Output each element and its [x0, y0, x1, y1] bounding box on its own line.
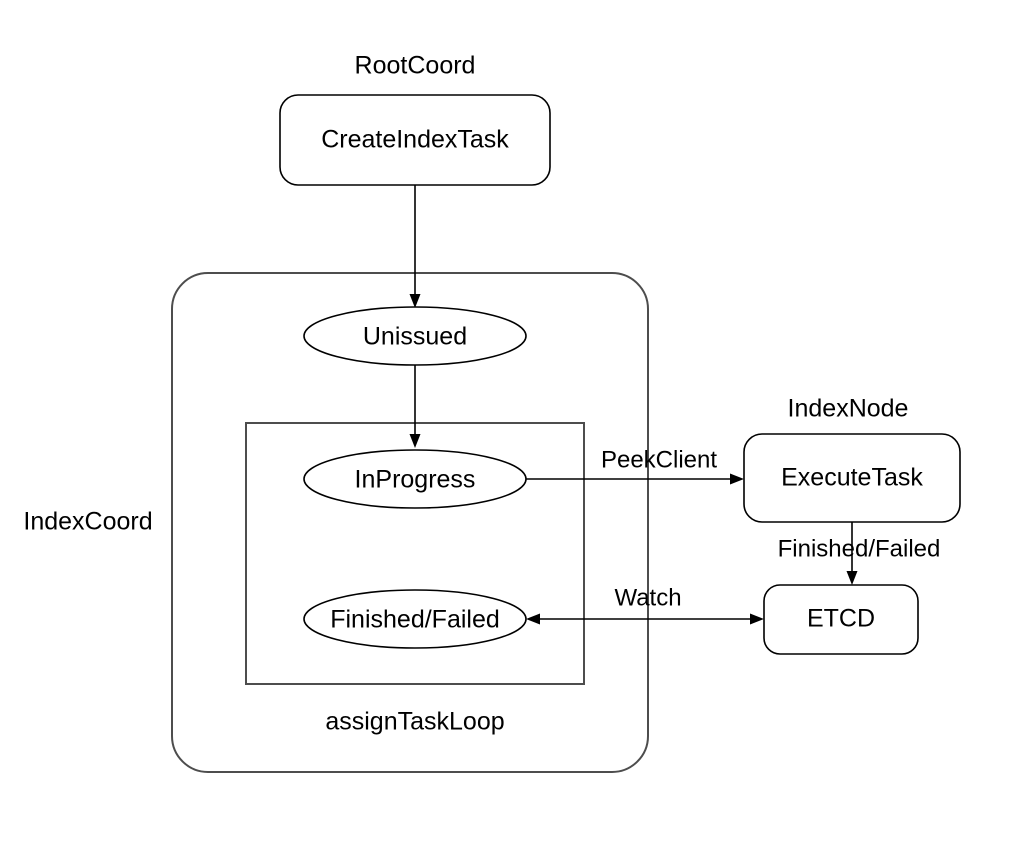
edge-etcd-to-finished: Watch [526, 584, 764, 625]
edge-label-watch: Watch [614, 584, 681, 611]
section-label-index-node: IndexNode [788, 395, 909, 423]
node-in-progress-shape[interactable] [303, 449, 527, 509]
group-index-coord-label: IndexCoord [23, 508, 152, 536]
arrow-head-icon [409, 294, 421, 308]
edge-inprogress-to-executetask: PeekClient [526, 446, 744, 485]
arrow-head-icon [730, 473, 744, 485]
edge-executetask-to-etcd: Finished/Failed [778, 522, 941, 585]
node-finished-failed-state-shape[interactable] [303, 589, 527, 649]
arrow-head-icon [846, 571, 858, 585]
node-unissued-shape[interactable] [303, 306, 527, 366]
node-finished-failed-state-label: Finished/Failed [330, 606, 500, 634]
node-create-index-task-label: CreateIndexTask [321, 126, 509, 154]
node-execute-task[interactable]: ExecuteTask [743, 433, 961, 523]
node-etcd[interactable]: ETCD [763, 584, 919, 655]
node-in-progress[interactable]: InProgress [303, 449, 527, 509]
node-etcd-shape[interactable] [763, 584, 919, 655]
edge-create-to-unissued [409, 185, 421, 308]
arrow-head-icon [526, 613, 540, 625]
node-create-index-task-shape[interactable] [279, 94, 551, 186]
node-unissued-label: Unissued [363, 323, 467, 351]
node-in-progress-label: InProgress [355, 466, 476, 494]
group-index-coord [171, 272, 649, 773]
edge-label-peek-client: PeekClient [601, 446, 717, 473]
node-create-index-task[interactable]: CreateIndexTask [279, 94, 551, 186]
section-label-root-coord: RootCoord [355, 52, 476, 80]
node-finished-failed-state[interactable]: Finished/Failed [303, 589, 527, 649]
group-assign-task-loop-label: assignTaskLoop [325, 708, 504, 736]
node-execute-task-shape[interactable] [743, 433, 961, 523]
edge-unissued-to-inprogress [409, 364, 421, 448]
arrow-head-icon [409, 434, 421, 448]
edge-label-finished-failed: Finished/Failed [778, 535, 941, 562]
arrow-head-icon [750, 613, 764, 625]
node-execute-task-label: ExecuteTask [781, 464, 923, 492]
node-etcd-label: ETCD [807, 605, 875, 633]
node-unissued[interactable]: Unissued [303, 306, 527, 366]
